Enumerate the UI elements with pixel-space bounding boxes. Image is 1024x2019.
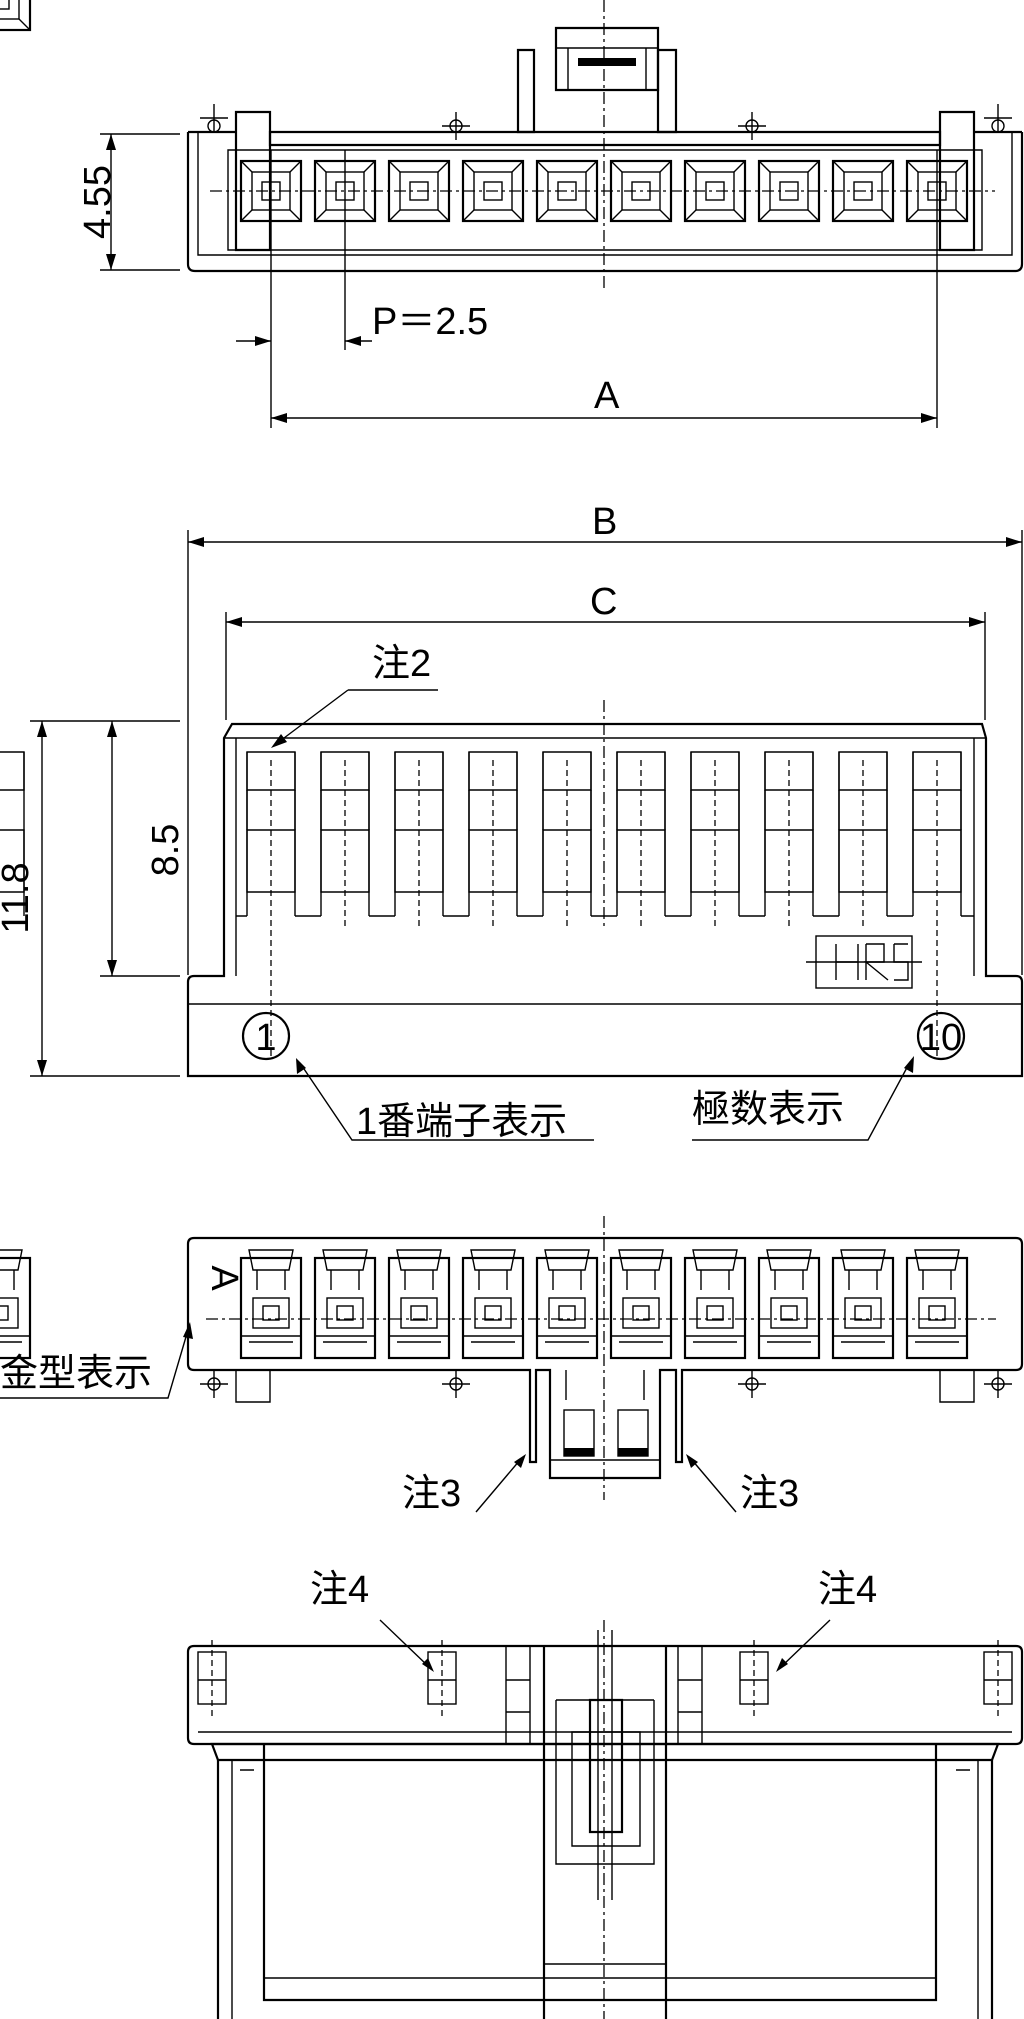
mold-letter: A bbox=[203, 1265, 245, 1291]
pin-1-number: 1 bbox=[255, 1017, 276, 1059]
bottom-view bbox=[186, 1619, 1024, 2019]
dimension-a-label: A bbox=[594, 375, 620, 417]
pin-10-circle bbox=[916, 1011, 966, 1061]
pitch-label: P＝2.5 bbox=[372, 301, 488, 343]
dimension-height-top: 4.55 bbox=[77, 165, 119, 239]
pin-10-number: 10 bbox=[920, 1017, 962, 1059]
note-2-label: 注2 bbox=[372, 643, 431, 685]
pin-1-callout: 1番端子表示 bbox=[356, 1101, 567, 1143]
dimension-height-total: 11.8 bbox=[0, 862, 37, 933]
mold-callout: 金型表示 bbox=[0, 1353, 152, 1395]
dimension-height-body: 8.5 bbox=[145, 824, 187, 877]
pin-1-circle bbox=[241, 1011, 291, 1061]
note-4-right: 注4 bbox=[818, 1569, 877, 1611]
top-view bbox=[0, 0, 1024, 428]
front-view bbox=[0, 530, 1024, 1141]
note-4-left: 注4 bbox=[310, 1569, 369, 1611]
pole-count-callout: 極数表示 bbox=[692, 1089, 844, 1131]
dimension-c-label: C bbox=[590, 581, 617, 623]
note-3-right: 注3 bbox=[740, 1473, 799, 1515]
hrs-logo bbox=[806, 935, 922, 989]
note-3-left: 注3 bbox=[402, 1473, 461, 1515]
rear-view bbox=[0, 1216, 1024, 1513]
dimension-b-label: B bbox=[592, 501, 617, 543]
